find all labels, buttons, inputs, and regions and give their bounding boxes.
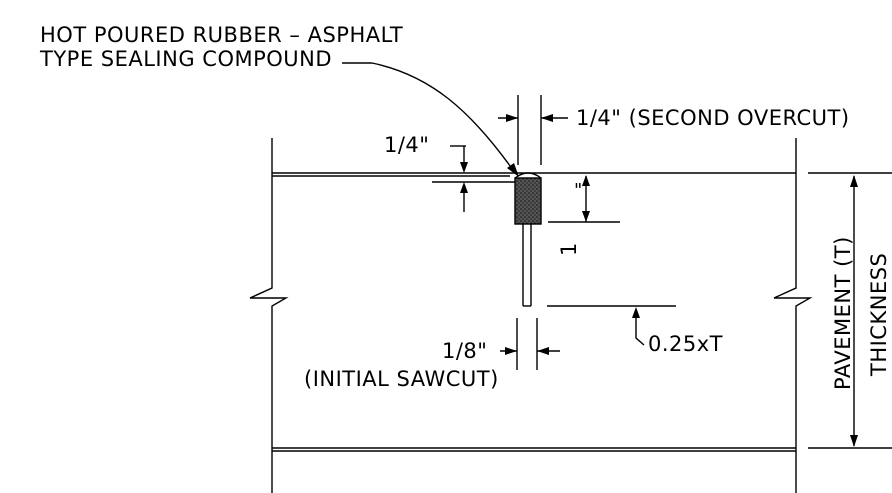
left-quarter-label: 1/4" (384, 133, 429, 157)
initial-sawcut-label: (INITIAL SAWCUT) (304, 367, 499, 391)
leader-arrowhead (507, 163, 519, 177)
overcut-width-dimension (498, 95, 568, 165)
thickness-label-line2: THICKNESS (867, 253, 891, 377)
vertical-one-label: 1 (557, 242, 581, 256)
slab-right-edge-break (773, 138, 813, 493)
sealant-leader (342, 62, 519, 177)
reservoir-arrow-top (582, 175, 590, 186)
sawcut-depth-dimension (547, 305, 676, 346)
slab-left-edge-break (249, 138, 289, 493)
reservoir-arrow-bottom (582, 211, 590, 222)
initial-arrow-left (505, 347, 517, 355)
initial-arrow-right (537, 347, 549, 355)
compound-label-line2: TYPE SEALING COMPOUND (39, 47, 332, 71)
thickness-arrow-bottom (850, 435, 858, 447)
thickness-arrow-top (850, 175, 858, 187)
sawcut-depth-leader (635, 330, 645, 346)
sealant-meniscus (514, 172, 542, 179)
initial-width-label: 1/8" (442, 339, 487, 363)
reservoir-depth-dimension (548, 175, 620, 223)
depth-label: 0.25xT (648, 332, 723, 356)
thickness-label-line1: PAVEMENT (T) (831, 236, 855, 390)
sealant-reservoir (514, 177, 542, 225)
depth-arrow-bottom (460, 182, 468, 193)
second-overcut-label: 1/4" (SECOND OVERCUT) (576, 106, 850, 130)
sawcut-depth-arrow (632, 307, 640, 318)
leader-curve (371, 62, 514, 171)
overcut-depth-dimension (432, 145, 515, 212)
overcut-arrow-left (506, 114, 518, 122)
thickness-dimension (808, 172, 892, 449)
pavement-slab (249, 138, 813, 493)
compound-label-line1: HOT POURED RUBBER – ASPHALT (40, 23, 403, 47)
initial-sawcut-dimension (500, 318, 560, 370)
reservoir-depth-mark: " (574, 180, 582, 201)
sawcut-joint (514, 172, 542, 307)
depth-arrow-top (460, 162, 468, 173)
overcut-arrow-right (541, 114, 553, 122)
